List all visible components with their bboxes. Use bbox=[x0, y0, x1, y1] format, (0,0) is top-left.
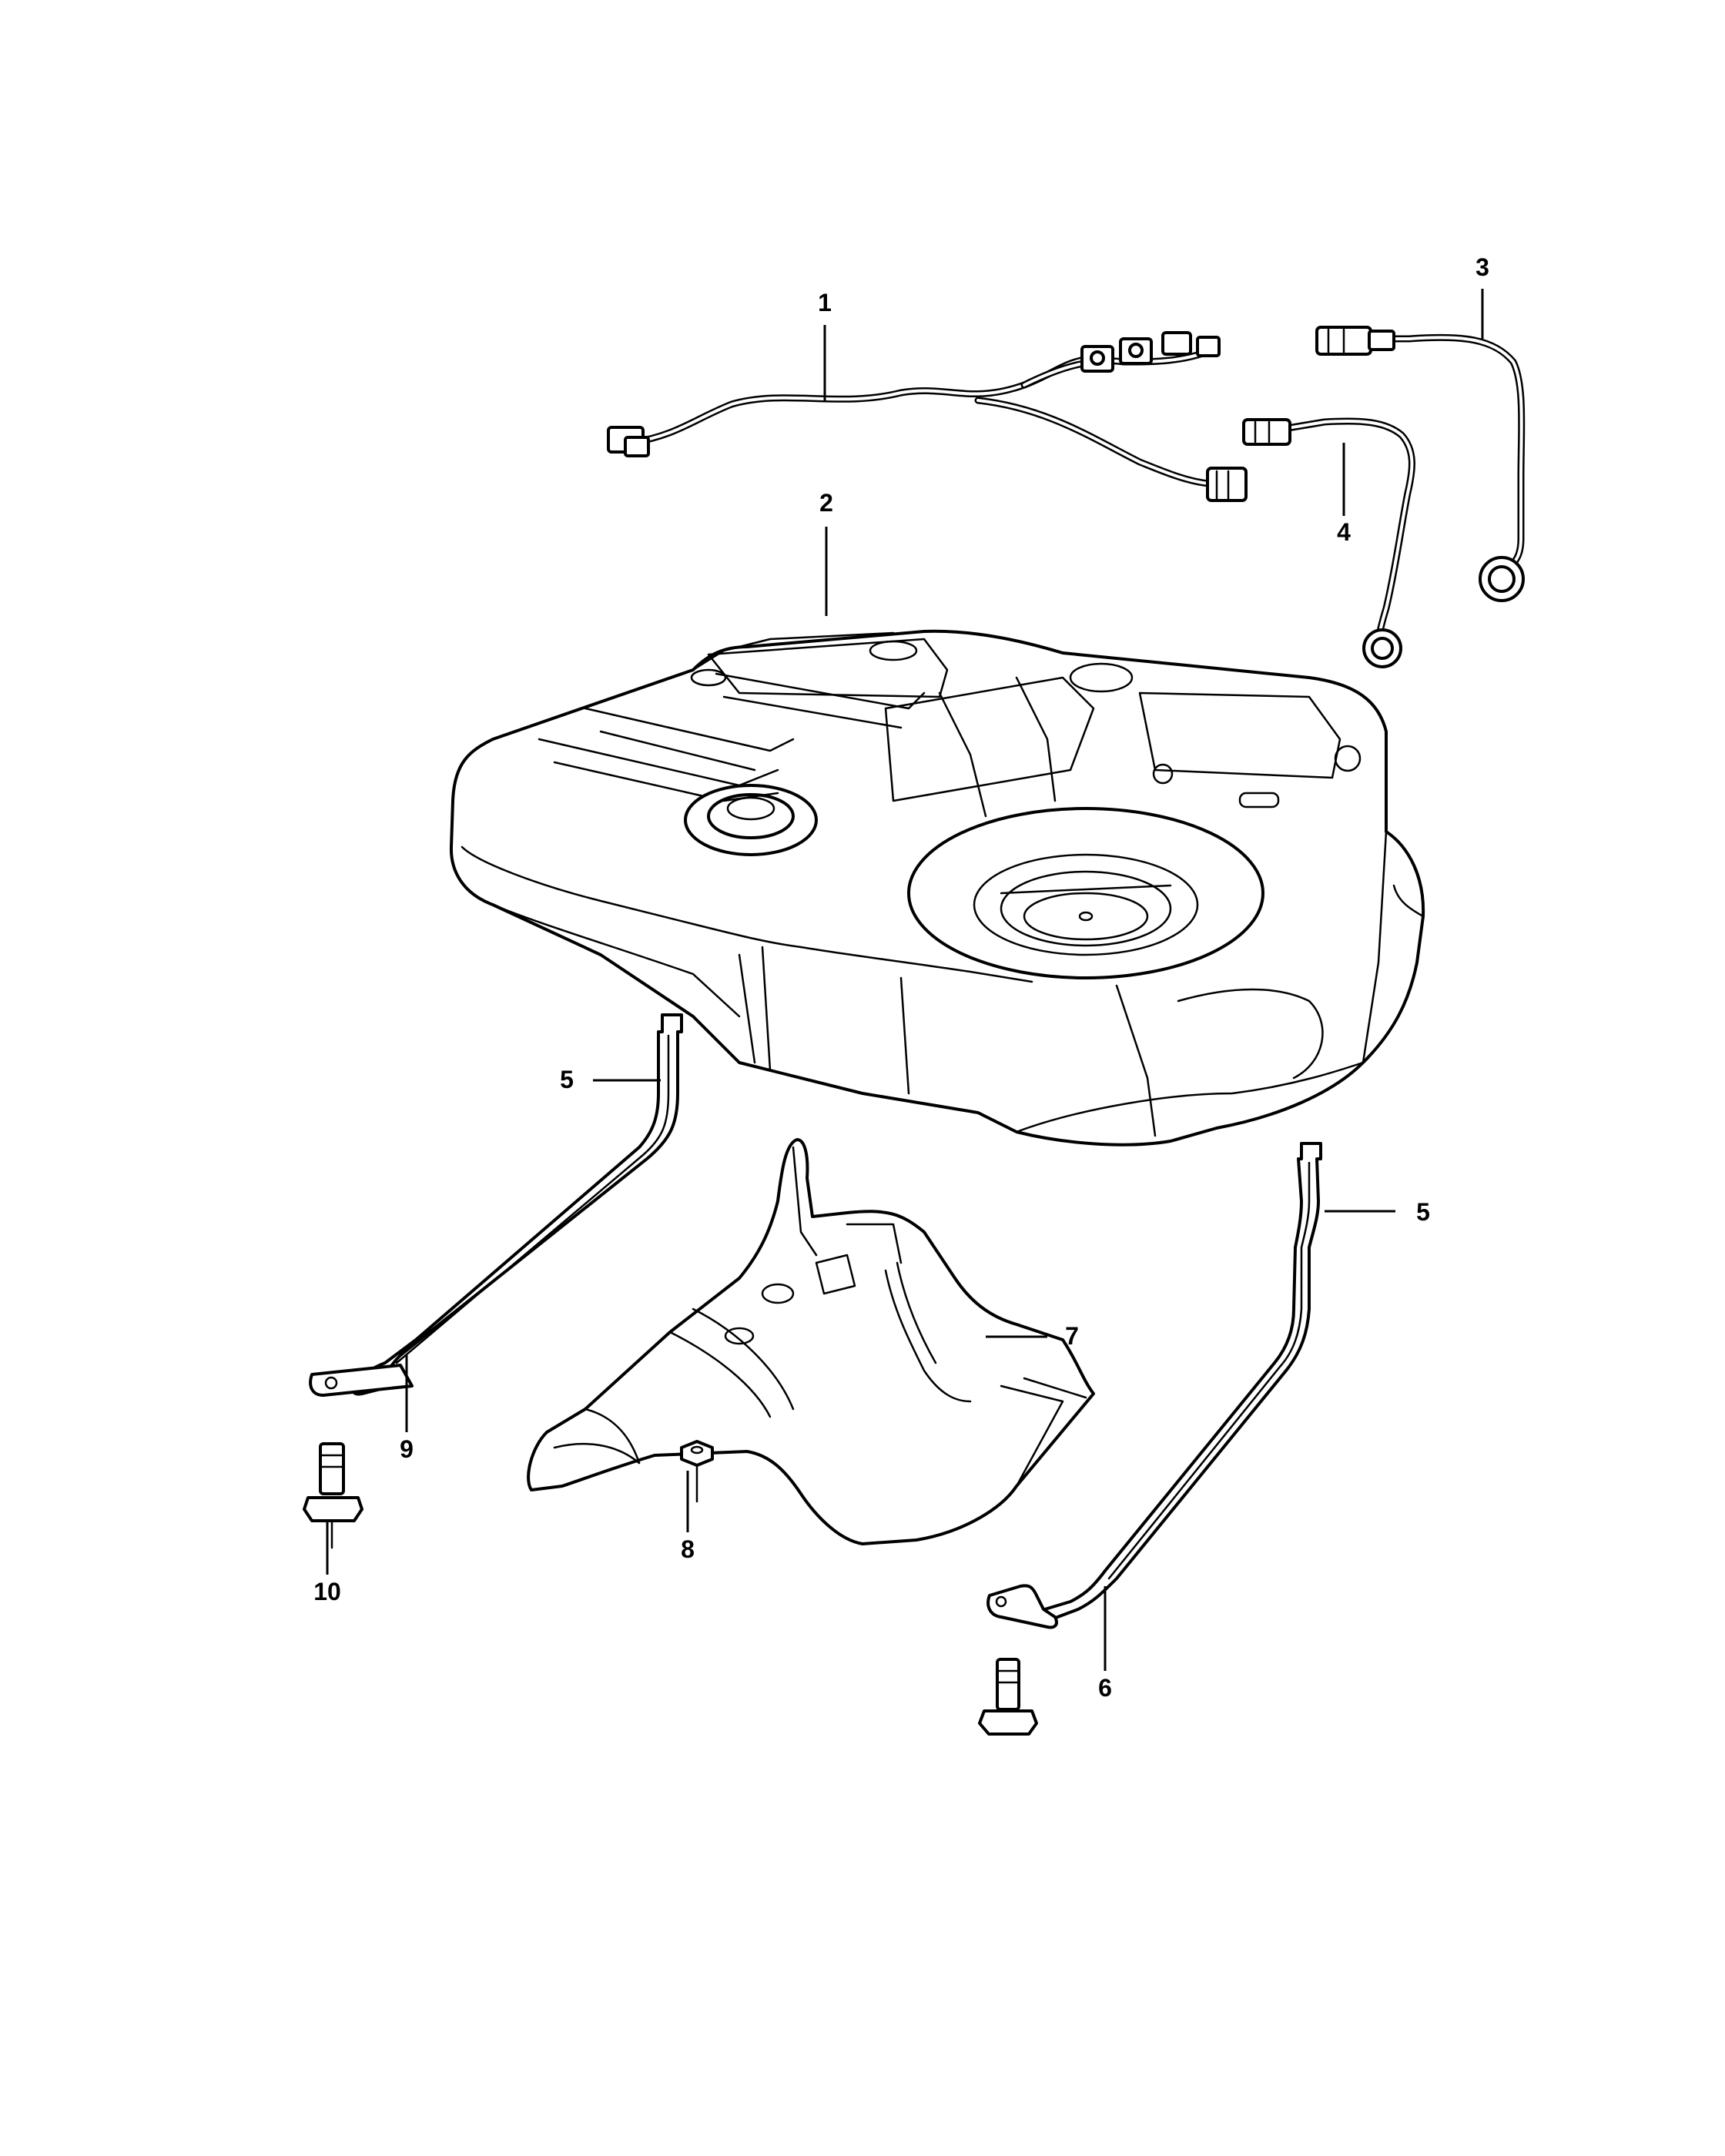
bolt-left bbox=[303, 1442, 363, 1549]
callout-9: 9 bbox=[400, 1435, 414, 1463]
callout-1: 1 bbox=[818, 289, 832, 316]
tank-strap-right-end-tab bbox=[986, 1584, 1058, 1629]
callout-5-right: 5 bbox=[1416, 1198, 1430, 1226]
callout-6: 6 bbox=[1098, 1674, 1112, 1702]
fuel-line-long-connector-top bbox=[1315, 326, 1395, 356]
fuel-line-short-fitting-bottom bbox=[1362, 628, 1402, 668]
nut bbox=[680, 1440, 714, 1503]
bolt-right bbox=[978, 1658, 1038, 1736]
callout-5-left: 5 bbox=[560, 1066, 574, 1093]
fuel-line-short-connector-top bbox=[1242, 418, 1291, 446]
tank-port-top bbox=[869, 640, 918, 661]
callout-3: 3 bbox=[1475, 253, 1489, 281]
callout-2: 2 bbox=[819, 489, 833, 517]
callout-10: 10 bbox=[313, 1578, 341, 1605]
tank-port-right bbox=[1069, 662, 1134, 693]
fuel-tank bbox=[449, 629, 1425, 1147]
fuel-line-long-fitting-bottom bbox=[1479, 556, 1525, 602]
callout-7: 7 bbox=[1065, 1322, 1079, 1350]
fuel-pump-module-left bbox=[684, 784, 818, 856]
fuel-line-long bbox=[1315, 326, 1526, 602]
callout-4: 4 bbox=[1337, 518, 1351, 546]
tank-strap-right bbox=[986, 1142, 1322, 1629]
heat-shield bbox=[527, 1138, 1095, 1545]
tank-strap-left-end-tab bbox=[309, 1364, 414, 1397]
harness-clip-cluster bbox=[1080, 331, 1221, 373]
fuel-pump-module-right bbox=[907, 807, 1264, 979]
tank-slot bbox=[1238, 792, 1280, 808]
wiring-harness bbox=[607, 331, 1248, 502]
harness-connector-right bbox=[1206, 467, 1248, 502]
tank-port-left bbox=[690, 668, 727, 687]
heat-shield-stud-hole bbox=[761, 1283, 795, 1304]
callout-8: 8 bbox=[681, 1535, 695, 1563]
tank-strap-left bbox=[309, 1013, 683, 1397]
harness-connector-left bbox=[607, 426, 650, 457]
fuel-line-short bbox=[1242, 417, 1415, 668]
